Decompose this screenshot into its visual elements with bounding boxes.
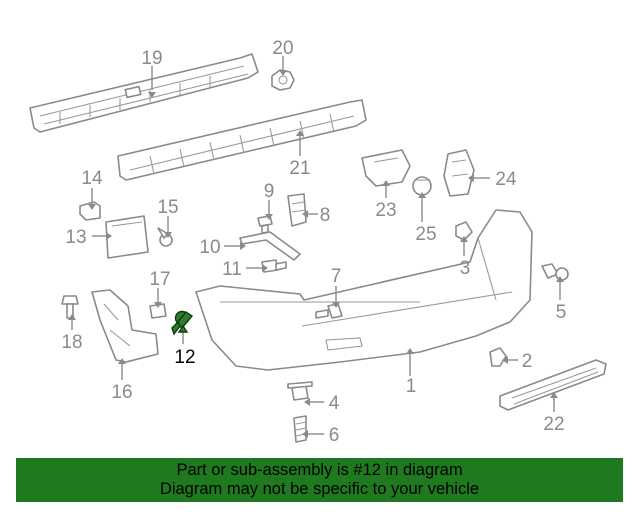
callout-10: 10 bbox=[199, 237, 220, 258]
callout-15: 15 bbox=[157, 197, 178, 218]
callout-9: 9 bbox=[264, 181, 275, 202]
callout-3: 3 bbox=[460, 258, 471, 279]
part-23-sensor-bracket bbox=[361, 149, 411, 187]
banner-line-disclaimer: Diagram may not be specific to your vehi… bbox=[159, 480, 480, 498]
part-15-screw bbox=[157, 227, 173, 247]
part-12-screw[interactable] bbox=[171, 310, 194, 336]
callout-14: 14 bbox=[81, 168, 103, 189]
part-22-reflector bbox=[499, 359, 607, 411]
part-10-reflector-strip bbox=[239, 231, 301, 261]
callout-4: 4 bbox=[329, 393, 340, 414]
banner-line-part: Part or sub-assembly is #12 in diagram bbox=[176, 461, 463, 479]
callout-11: 11 bbox=[222, 259, 242, 280]
part-13-cover bbox=[105, 215, 149, 259]
part-24-retainer bbox=[443, 149, 475, 197]
callout-17: 17 bbox=[149, 269, 170, 290]
callout-22: 22 bbox=[543, 414, 564, 435]
callout-19: 19 bbox=[141, 48, 162, 69]
callout-21: 21 bbox=[289, 158, 310, 179]
callout-13: 13 bbox=[65, 227, 86, 248]
callout-8: 8 bbox=[320, 205, 331, 226]
part-2-clip bbox=[489, 347, 507, 367]
callout-2: 2 bbox=[522, 351, 533, 372]
part-7-clip bbox=[315, 303, 343, 319]
part-4-clip bbox=[287, 381, 313, 401]
callout-numbers: 19 20 21 14 13 15 9 8 10 11 17 18 16 12 … bbox=[61, 38, 566, 446]
arrowheads bbox=[68, 70, 564, 438]
part-6-bolt bbox=[293, 415, 307, 443]
callout-20: 20 bbox=[272, 38, 293, 59]
part-1-bumper-cover bbox=[195, 209, 533, 371]
parts-diagram: 19 20 21 14 13 15 9 8 10 11 17 18 16 12 … bbox=[29, 38, 607, 446]
notice-banner: Part or sub-assembly is #12 in diagram D… bbox=[16, 458, 623, 502]
callout-18: 18 bbox=[61, 332, 82, 353]
part-8-bracket bbox=[287, 193, 307, 227]
callout-24: 24 bbox=[495, 169, 517, 190]
part-3-bracket bbox=[455, 221, 473, 241]
callout-6: 6 bbox=[329, 425, 340, 446]
part-18-bolt bbox=[61, 295, 79, 319]
part-19-reinforcement bbox=[29, 53, 259, 133]
callout-1: 1 bbox=[406, 376, 417, 397]
part-5-screw bbox=[541, 263, 569, 281]
callout-16: 16 bbox=[111, 382, 132, 403]
leader-lines bbox=[71, 56, 561, 435]
part-11-screw bbox=[261, 259, 287, 273]
callout-25: 25 bbox=[415, 224, 436, 245]
part-21-absorber bbox=[117, 99, 367, 181]
part-16-mudguard bbox=[91, 289, 159, 363]
callout-5: 5 bbox=[556, 302, 567, 323]
callout-23: 23 bbox=[375, 200, 396, 221]
callout-7: 7 bbox=[331, 266, 342, 287]
part-14-clip bbox=[79, 201, 101, 221]
callout-12[interactable]: 12 bbox=[174, 347, 195, 368]
